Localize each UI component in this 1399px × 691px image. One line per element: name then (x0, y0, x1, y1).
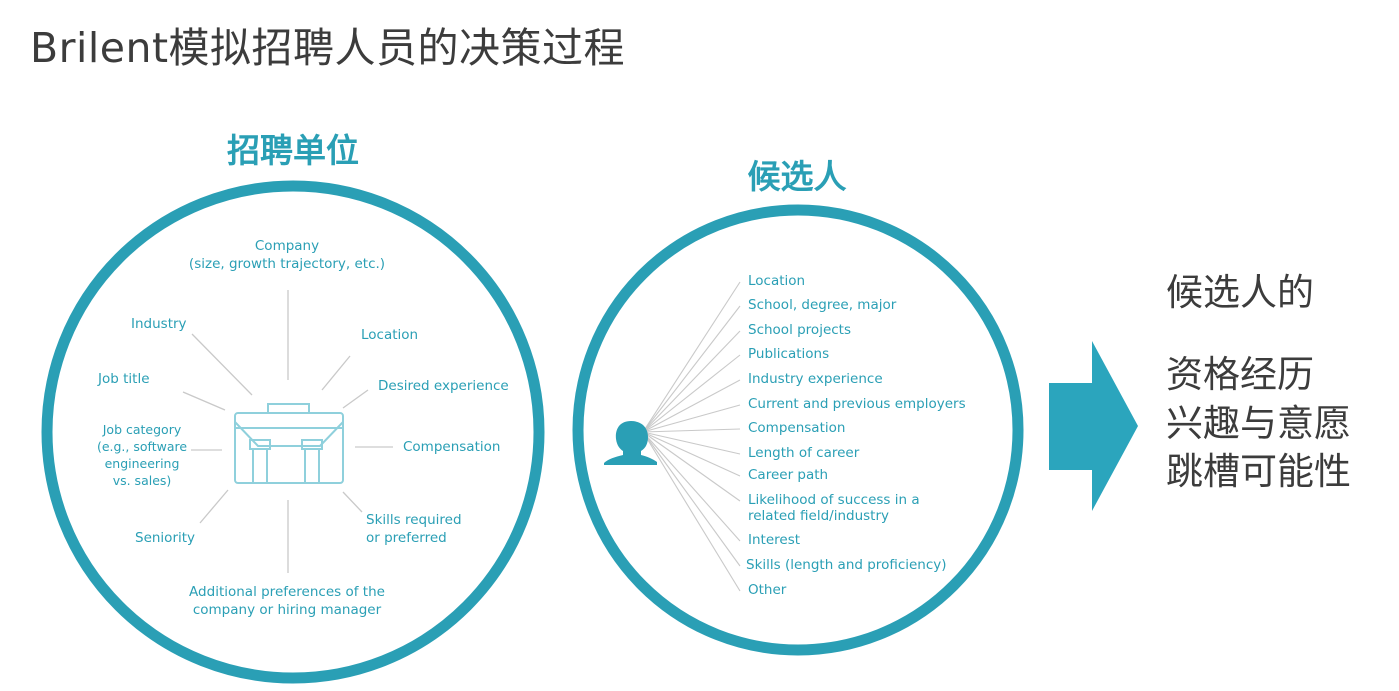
employer-circle (41, 180, 545, 684)
label-desired-experience: Desired experience (378, 378, 509, 394)
result-line-1: 候选人的 (1166, 271, 1314, 314)
label-compensation: Compensation (403, 439, 501, 455)
result-line-4: 跳槽可能性 (1166, 450, 1351, 493)
fan-line (642, 379, 741, 433)
candidate-item-career-path: Career path (748, 467, 829, 483)
fan-line (642, 305, 741, 433)
fan-line (642, 354, 741, 433)
fan-line (642, 330, 741, 433)
spoke-industry (191, 333, 253, 396)
employer-section-title: 招聘单位 (227, 131, 359, 170)
label-industry: Industry (131, 316, 187, 332)
label-job-title: Job title (98, 371, 150, 387)
label-job-category: Job category (e.g., software engineering… (96, 422, 188, 488)
fan-line (642, 431, 741, 502)
candidate-fan-lines (642, 281, 741, 592)
label-company: Company (size, growth trajectory, etc.) (188, 238, 386, 272)
spoke-job-title (182, 391, 226, 411)
fan-line (642, 431, 741, 477)
fan-line (642, 431, 741, 455)
person-silhouette-icon (604, 421, 657, 465)
candidate-item-school-degree: School, degree, major (748, 297, 897, 313)
spoke-skills (342, 491, 363, 513)
result-line-3: 兴趣与意愿 (1166, 402, 1351, 445)
candidate-item-location: Location (748, 273, 806, 289)
right-arrow-icon (1049, 341, 1138, 511)
candidate-item-interest: Interest (748, 532, 801, 548)
candidate-item-career-length: Length of career (748, 445, 860, 461)
page-title: Brilent模拟招聘人员的决策过程 (30, 24, 626, 72)
candidate-item-school-projects: School projects (748, 322, 851, 338)
candidate-item-industry-experience: Industry experience (748, 371, 883, 387)
label-location: Location (361, 327, 419, 343)
candidate-item-compensation: Compensation (748, 420, 846, 436)
candidate-item-skills: Skills (length and proficiency) (746, 557, 947, 573)
candidate-item-publications: Publications (748, 346, 830, 362)
fan-line (642, 431, 741, 542)
label-skills: Skills required or preferred (366, 512, 462, 546)
fan-line (642, 428, 741, 433)
candidate-item-likelihood: Likelihood of success in a related field… (748, 492, 920, 524)
fan-line (642, 431, 741, 567)
employer-spokes (182, 290, 393, 573)
fan-line (642, 281, 741, 433)
briefcase-icon (234, 403, 344, 484)
candidate-item-employers: Current and previous employers (748, 396, 966, 412)
candidate-circle (572, 204, 1024, 656)
result-line-2: 资格经历 (1166, 353, 1314, 396)
spoke-seniority (199, 489, 229, 524)
spoke-location (321, 355, 351, 391)
label-additional-preferences: Additional preferences of the company or… (189, 584, 385, 618)
candidate-item-other: Other (748, 582, 787, 598)
spoke-desired-experience (342, 389, 369, 409)
fan-line (642, 404, 741, 433)
label-seniority: Seniority (135, 530, 196, 546)
fan-line (642, 431, 741, 592)
candidate-section-title: 候选人 (747, 157, 847, 196)
